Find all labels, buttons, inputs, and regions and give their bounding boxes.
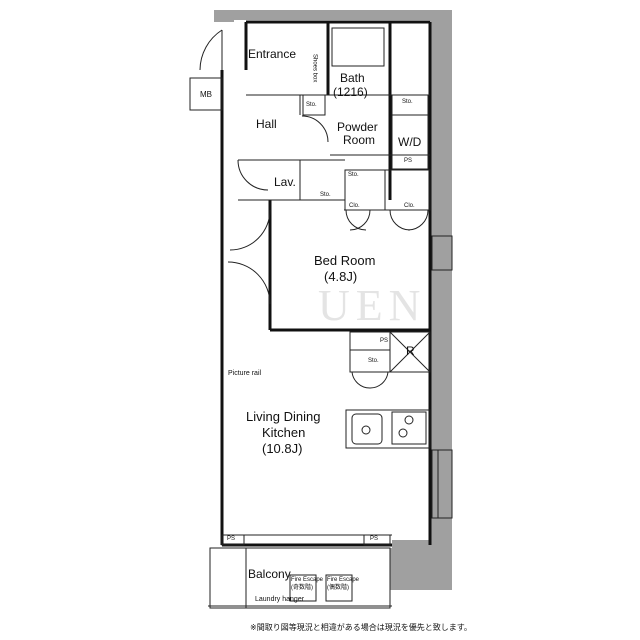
ps-label: PS <box>380 338 389 344</box>
powder-room-label: Powder <box>337 120 378 134</box>
bed-room-label: Bed Room <box>314 253 376 268</box>
closet-label: Clo. <box>349 203 360 209</box>
bath-label: Bath <box>340 71 365 85</box>
entrance-label: Entrance <box>248 47 297 61</box>
storage-label: Sto. <box>306 102 317 108</box>
wd-label: W/D <box>398 135 422 149</box>
ps-label: PS <box>227 536 236 542</box>
storage-label: Sto. <box>402 99 413 105</box>
fire-escape-label: Fire Escape <box>327 577 360 583</box>
storage-label: Sto. <box>320 192 331 198</box>
hall-label: Hall <box>256 117 277 131</box>
fire-escape-label: Fire Escape <box>291 577 324 583</box>
exterior-walls <box>214 10 452 590</box>
living-size-label: (10.8J) <box>262 441 303 456</box>
ps-label: PS <box>404 158 413 164</box>
fire-escape-floor-label: (奇数階) <box>291 585 313 591</box>
refrigerator-label: R <box>406 344 415 358</box>
living-dining-label: Living Dining <box>246 409 321 424</box>
fire-escape-floor-label: (偶数階) <box>327 585 349 591</box>
mb-label: MB <box>200 90 212 99</box>
disclaimer: ※間取り図等現況と相違がある場合は現況を優先と致します。 <box>250 623 472 632</box>
kitchen-label: Kitchen <box>262 425 306 440</box>
bath-size-label: (1216) <box>333 85 368 99</box>
storage-label: Sto. <box>368 358 379 364</box>
watermark: UEN <box>318 281 427 330</box>
picture-rail-label: Picture rail <box>228 370 262 377</box>
powder-room-label-2: Room <box>343 133 376 147</box>
ps-label: PS <box>370 536 379 542</box>
closet-label: Clo. <box>404 203 415 209</box>
lav-label: Lav. <box>274 175 296 189</box>
bed-room-size-label: (4.8J) <box>324 269 358 284</box>
storage-label: Sto. <box>348 172 359 178</box>
shoes-box-label: Shoes box <box>311 54 318 83</box>
thin-lines <box>189 27 453 609</box>
balcony-label: Balcony <box>248 567 291 581</box>
laundry-hanger-label: Laundry hanger <box>255 596 305 603</box>
door-swings <box>199 29 429 389</box>
